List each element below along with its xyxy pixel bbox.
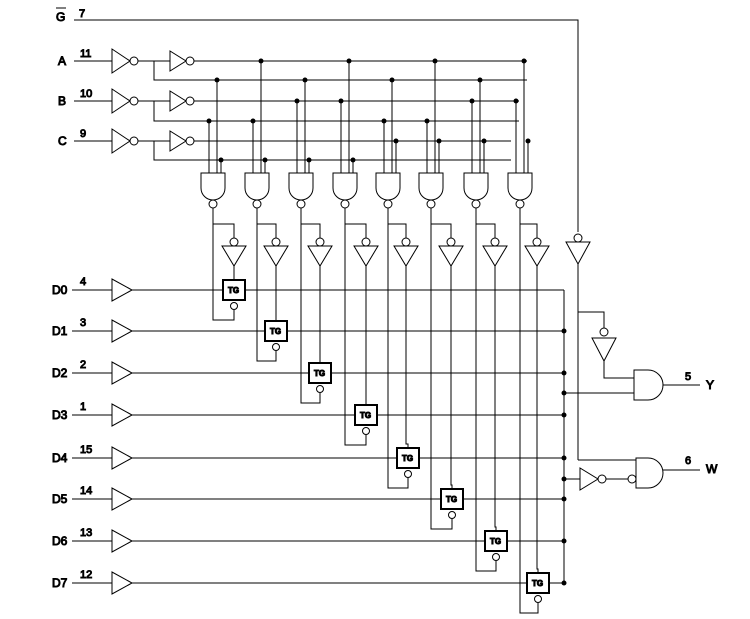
svg-text:15: 15 (80, 444, 92, 456)
svg-text:5: 5 (685, 371, 691, 383)
w-nand-gate (635, 457, 664, 489)
strobe-inverter (565, 241, 591, 266)
svg-text:9: 9 (80, 128, 86, 140)
data-path-section: D04TGD13TGD22TGD31TGD415TGD514TGD613TGD7… (52, 276, 567, 603)
svg-text:TG: TG (402, 454, 413, 463)
data-input-0: D0 4TG (52, 276, 564, 310)
channel-2 (288, 77, 333, 404)
decoder-nand-gate-0 (200, 172, 226, 201)
channel-0 (200, 77, 247, 321)
decoder-nand-gate-2 (288, 172, 314, 201)
svg-text:12: 12 (80, 569, 92, 581)
strobe-label: G (56, 10, 65, 24)
channel-5 (418, 58, 464, 530)
svg-text:D3: D3 (52, 408, 68, 422)
svg-text:TG: TG (360, 411, 371, 420)
decoder-section (200, 58, 550, 614)
svg-text:2: 2 (80, 359, 86, 371)
channel-4 (375, 77, 419, 489)
svg-text:TG: TG (228, 286, 239, 295)
svg-text:TG: TG (490, 537, 501, 546)
svg-text:W: W (706, 462, 718, 476)
data-input-1: D1 3TG (52, 317, 567, 351)
select-inverter-4 (393, 245, 419, 267)
select-inverter-7 (524, 245, 550, 267)
channel-3 (332, 58, 379, 446)
svg-text:TG: TG (446, 495, 457, 504)
svg-text:D7: D7 (52, 576, 68, 590)
svg-text:A: A (58, 54, 66, 68)
select-inverter-5 (438, 245, 464, 267)
svg-text:B: B (58, 94, 66, 108)
output-w: 6 W (685, 455, 719, 477)
svg-text:6: 6 (685, 455, 691, 467)
select-inverter-3 (353, 245, 379, 267)
data-input-3: D3 1TG (52, 401, 567, 435)
select-input-a: A 11 (58, 48, 527, 81)
svg-text:1: 1 (80, 401, 86, 413)
svg-text:14: 14 (80, 485, 92, 497)
svg-text:D2: D2 (52, 366, 68, 380)
strobe-inverter-bubble (573, 233, 583, 243)
strobe-wire (74, 19, 579, 232)
channel-6 (463, 77, 508, 572)
svg-text:D0: D0 (52, 283, 68, 297)
decoder-nand-gate-5 (418, 172, 444, 201)
channel-7 (507, 58, 550, 614)
select-inverter-2 (307, 245, 333, 267)
decoder-nand-gate-1 (244, 172, 270, 201)
svg-text:11: 11 (80, 48, 91, 60)
channel-1 (244, 58, 289, 362)
svg-text:D5: D5 (52, 492, 68, 506)
y-and-gate (633, 369, 664, 401)
svg-text:TG: TG (270, 327, 281, 336)
select-inverter-6 (482, 245, 508, 267)
svg-text:4: 4 (80, 276, 86, 288)
svg-text:D4: D4 (52, 451, 68, 465)
select-input-c: C 9 (58, 128, 511, 161)
select-input-b: B 10 (58, 88, 519, 122)
select-inverter-1 (263, 245, 289, 267)
svg-text:TG: TG (314, 369, 325, 378)
output-logic (564, 264, 700, 491)
decoder-nand-gate-7 (507, 172, 533, 201)
svg-text:10: 10 (80, 88, 92, 100)
decoder-nand-gate-3 (332, 172, 358, 201)
decoder-nand-gate-4 (375, 172, 401, 201)
data-input-2: D2 2TG (52, 359, 567, 393)
svg-text:13: 13 (80, 527, 92, 539)
svg-text:D1: D1 (52, 324, 68, 338)
select-inverter-0 (221, 245, 247, 267)
strobe-pin: 7 (79, 8, 85, 20)
svg-text:TG: TG (532, 579, 543, 588)
svg-text:D6: D6 (52, 534, 68, 548)
output-y: 5 Y (685, 371, 715, 393)
decoder-nand-gate-6 (463, 172, 489, 201)
svg-text:3: 3 (80, 317, 86, 329)
svg-text:C: C (58, 134, 67, 148)
svg-text:Y: Y (706, 378, 714, 392)
